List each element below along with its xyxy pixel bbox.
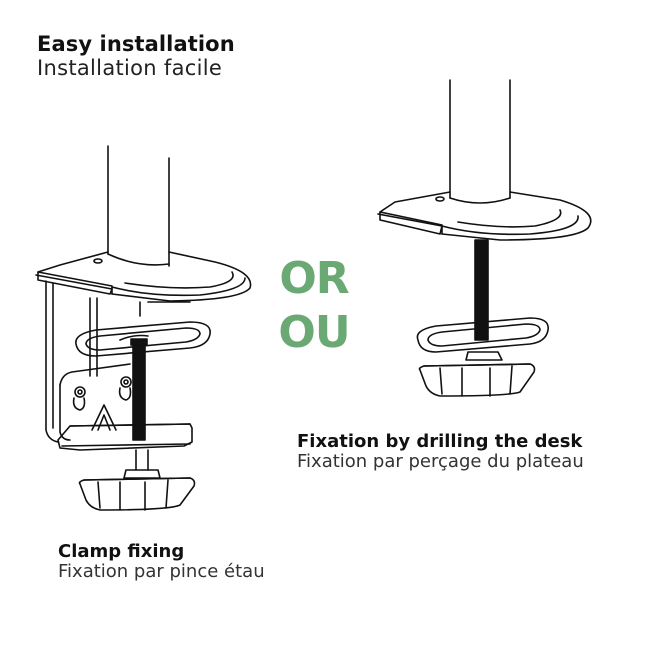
caption-grommet-fr: Fixation par perçage du plateau: [297, 451, 584, 472]
desk-clamp-mount-icon: [35, 145, 252, 511]
title-en: Easy installation: [37, 32, 235, 56]
or-word-fr: OU: [278, 307, 350, 358]
caption-grommet-en: Fixation by drilling the desk: [297, 431, 583, 452]
grommet-bolt-mount-icon: [377, 79, 592, 397]
or-word-en: OR: [279, 253, 349, 304]
or-separator: OR OU: [274, 252, 354, 360]
header: Easy installation Installation facile: [37, 32, 235, 80]
caption-clamp: Clamp fixing Fixation par pince étau: [58, 542, 265, 582]
title-fr: Installation facile: [37, 56, 223, 80]
caption-grommet: Fixation by drilling the desk Fixation p…: [297, 432, 584, 472]
caption-clamp-en: Clamp fixing: [58, 541, 185, 562]
caption-clamp-fr: Fixation par pince étau: [58, 561, 265, 582]
